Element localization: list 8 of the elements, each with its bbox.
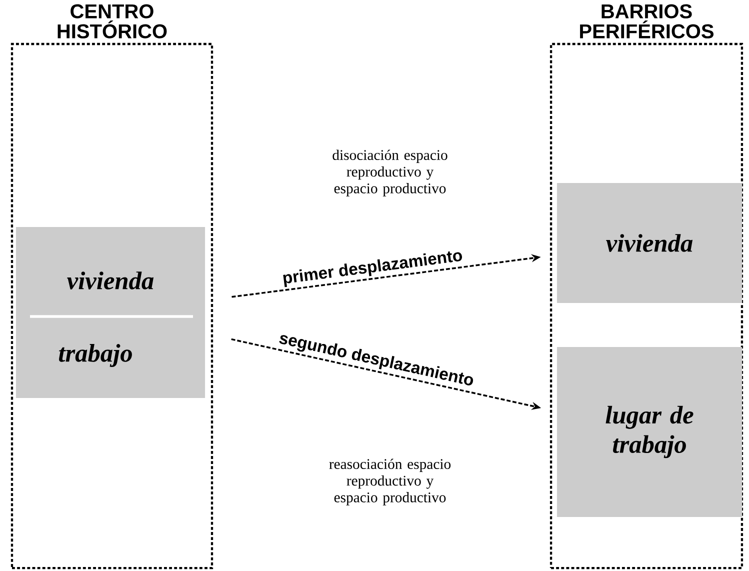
column-heading: CENTRO HISTÓRICO [58, 4, 167, 38]
place-box: lugar de trabajo [556, 347, 742, 517]
column-heading: BARRIOS PERIFÉRICOS [580, 4, 714, 38]
place-box: vivienda [556, 183, 742, 303]
note-text: reasociación espacio reproductivo y espacio productivo [329, 458, 451, 506]
note-text: disociación espacio reproductivo y espacio productivo [332, 150, 448, 196]
edge-label: primer desplazamiento [283, 251, 462, 288]
place-box: vivienda trabajo [16, 227, 206, 398]
